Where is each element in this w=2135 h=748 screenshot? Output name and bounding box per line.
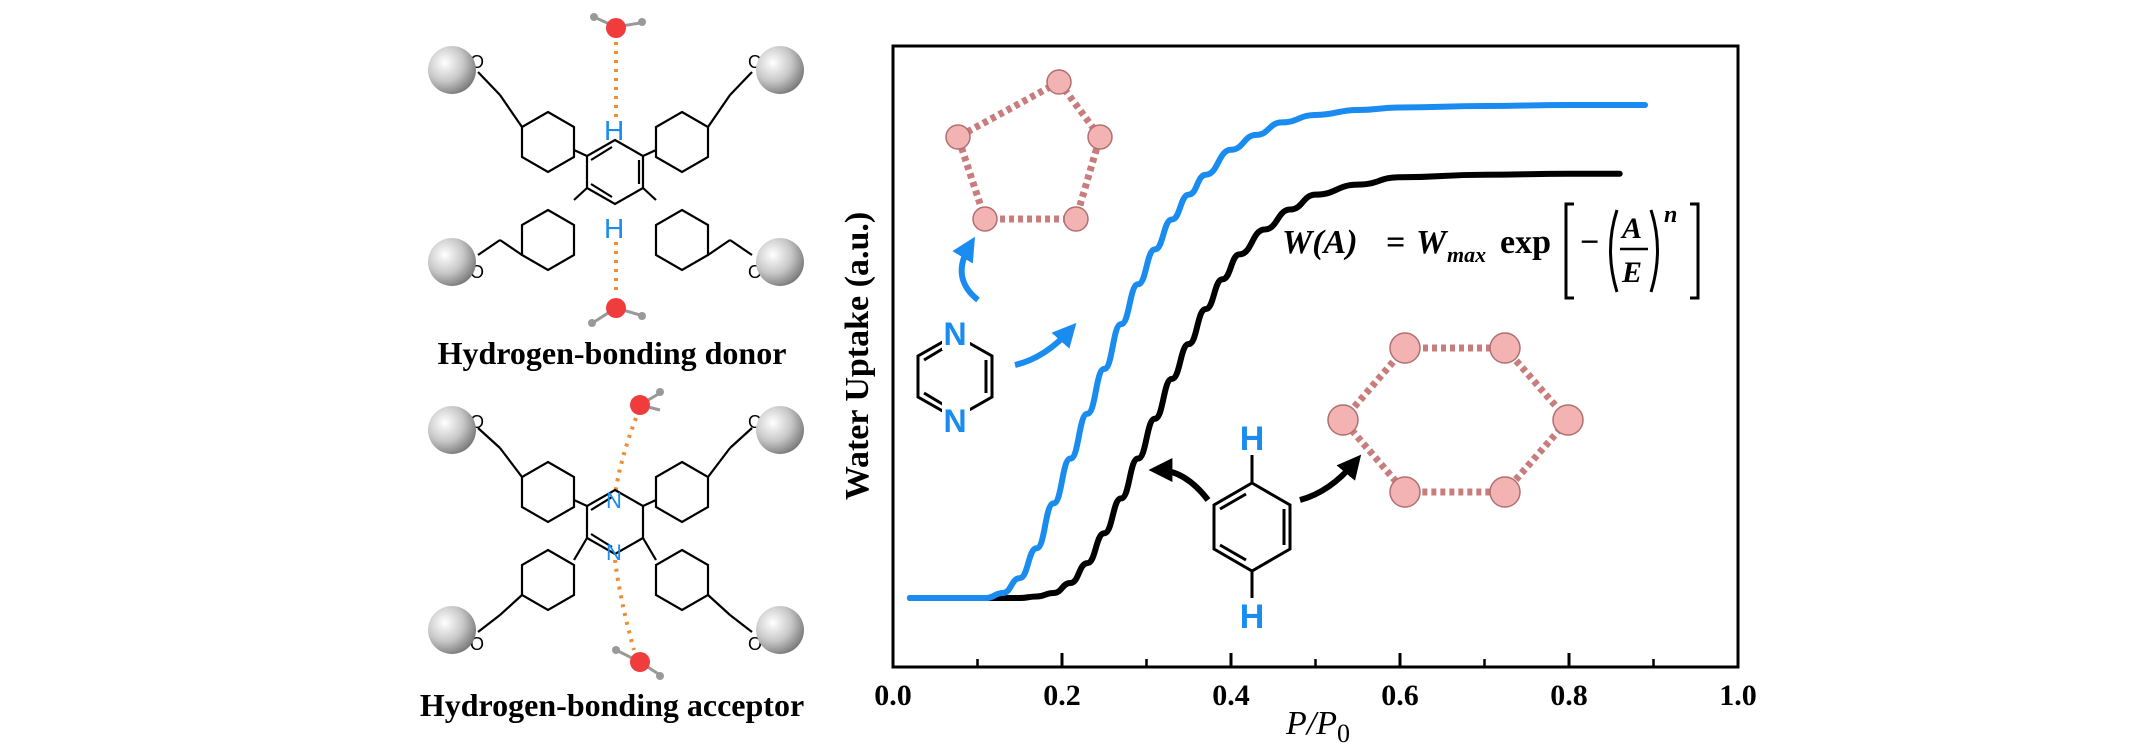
donor-molecule xyxy=(477,13,753,327)
isotherm-equation: W(A) = W max exp − A E n xyxy=(1282,202,1700,300)
pentagon-water-cluster xyxy=(945,69,1113,232)
x-axis-label-sub: 0 xyxy=(1337,719,1350,748)
water-molecule-bottom xyxy=(612,646,664,680)
equation-denominator: E xyxy=(1621,256,1642,289)
equation-lhs: W(A) xyxy=(1282,224,1358,261)
equation-exponent: n xyxy=(1664,202,1677,228)
metal-node-sphere xyxy=(428,406,476,454)
metal-node-sphere xyxy=(756,238,804,286)
hbond-bottom xyxy=(613,559,636,651)
x-axis-label-main: P/P xyxy=(1285,705,1337,742)
acceptor-caption: Hydrogen-bonding acceptor xyxy=(420,687,804,723)
x-tick-label: 0.4 xyxy=(1212,679,1250,712)
equation-numerator: A xyxy=(1620,212,1642,245)
series-layer xyxy=(906,101,1649,602)
donor-caption: Hydrogen-bonding donor xyxy=(438,335,787,371)
x-tick-label: 0.2 xyxy=(1043,679,1081,712)
equation-equals: = xyxy=(1386,224,1405,261)
series-line-blue xyxy=(906,101,1649,601)
donor-h-label-bottom: H xyxy=(604,213,624,244)
plot-frame xyxy=(891,44,1740,669)
metal-node-sphere xyxy=(756,606,804,654)
x-axis-label: P/P0 xyxy=(1285,705,1350,748)
benzene-h-label-top: H xyxy=(1240,420,1265,458)
pyrazine-n-label-top: N xyxy=(943,316,966,352)
hexagon-water-cluster xyxy=(1327,332,1584,508)
equation-minus: − xyxy=(1580,224,1599,261)
y-axis-label: Water Uptake (a.u.) xyxy=(839,212,876,500)
metal-node-sphere xyxy=(428,606,476,654)
metal-node-sphere xyxy=(756,46,804,94)
arrow-pyrazine-to-pentagon xyxy=(952,236,980,303)
arrow-benzene-to-curve xyxy=(1148,458,1211,502)
acceptor-n-label-bottom: N xyxy=(606,540,622,565)
x-tick-label: 0.8 xyxy=(1550,679,1588,712)
arrow-benzene-to-hexagon xyxy=(1299,454,1362,503)
acceptor-n-label-top: N xyxy=(606,488,622,513)
equation-exp: exp xyxy=(1500,224,1551,261)
x-tick-label: 0.0 xyxy=(874,679,912,712)
water-uptake-chart: 0.0 0.2 0.4 0.6 0.8 1.0 Water Uptake (a.u.) P… xyxy=(839,44,1757,748)
x-axis: 0.0 0.2 0.4 0.6 0.8 1.0 xyxy=(874,653,1757,712)
water-molecule-bottom xyxy=(588,298,646,327)
x-tick-label: 0.6 xyxy=(1381,679,1419,712)
equation-w-sub: max xyxy=(1447,242,1486,267)
benzene-h-label-bottom: H xyxy=(1240,598,1265,636)
water-molecule-top xyxy=(630,388,664,415)
water-molecule-top xyxy=(590,13,646,38)
equation-w: W xyxy=(1416,224,1449,261)
pyrazine-n-label-bottom: N xyxy=(943,403,966,439)
benzene-ring xyxy=(1212,455,1292,598)
x-tick-label: 1.0 xyxy=(1719,679,1757,712)
metal-node-sphere xyxy=(756,406,804,454)
acceptor-molecule xyxy=(477,388,753,680)
metal-node-sphere xyxy=(428,46,476,94)
donor-h-label-top: H xyxy=(604,115,624,146)
hbond-top xyxy=(613,417,638,496)
metal-node-sphere xyxy=(428,238,476,286)
series-line-black xyxy=(906,170,1623,602)
arrow-pyrazine-to-curve xyxy=(1014,322,1077,368)
